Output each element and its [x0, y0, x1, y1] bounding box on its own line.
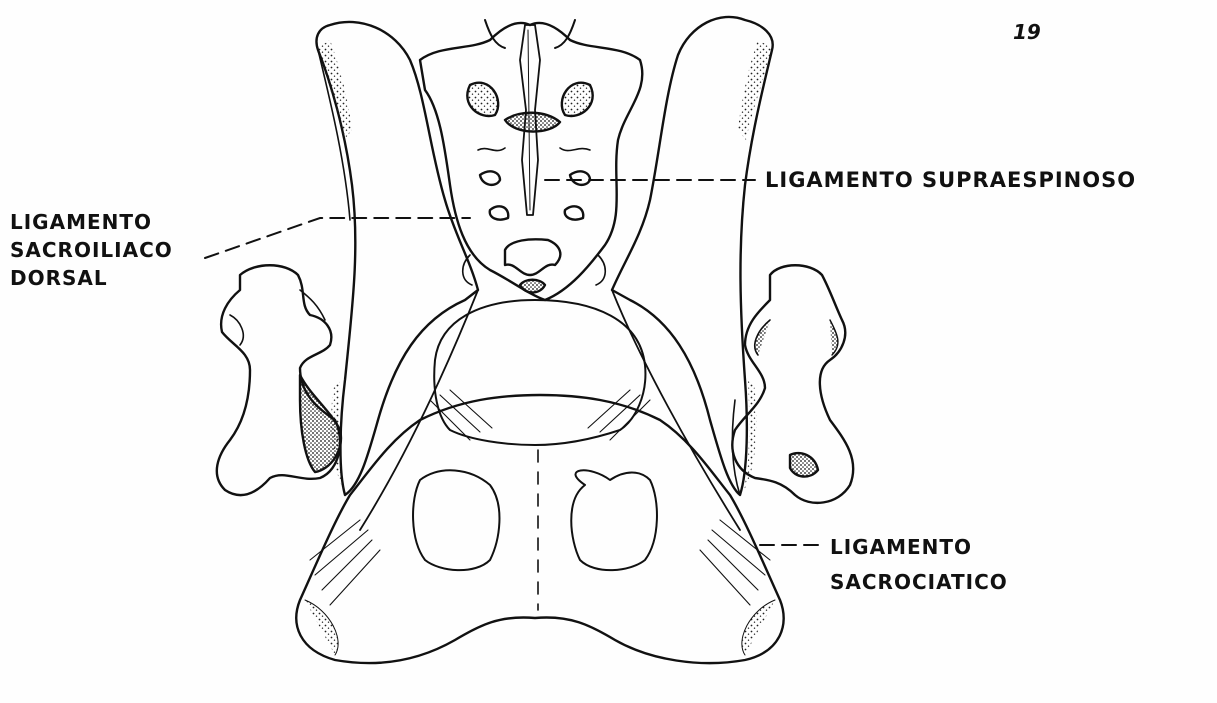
label-sacrociatico-line2: SACROCIATICO: [830, 570, 1008, 594]
left-obturator-foramen: [413, 470, 499, 570]
label-sacroiliaco-line2: SACROILIACO: [10, 238, 173, 262]
sacrum: [420, 23, 642, 300]
label-sacrociatico-line1: LIGAMENTO: [830, 535, 972, 559]
label-sacroiliaco-line3: DORSAL: [10, 266, 108, 290]
page-number: 19: [1013, 20, 1041, 44]
sacroiliaco-leader: [205, 218, 470, 258]
label-sacroiliaco-line1: LIGAMENTO: [10, 210, 152, 234]
ischium: [296, 395, 783, 663]
right-obturator-foramen: [571, 470, 657, 570]
label-supraespinoso: LIGAMENTO SUPRAESPINOSO: [765, 168, 1136, 192]
